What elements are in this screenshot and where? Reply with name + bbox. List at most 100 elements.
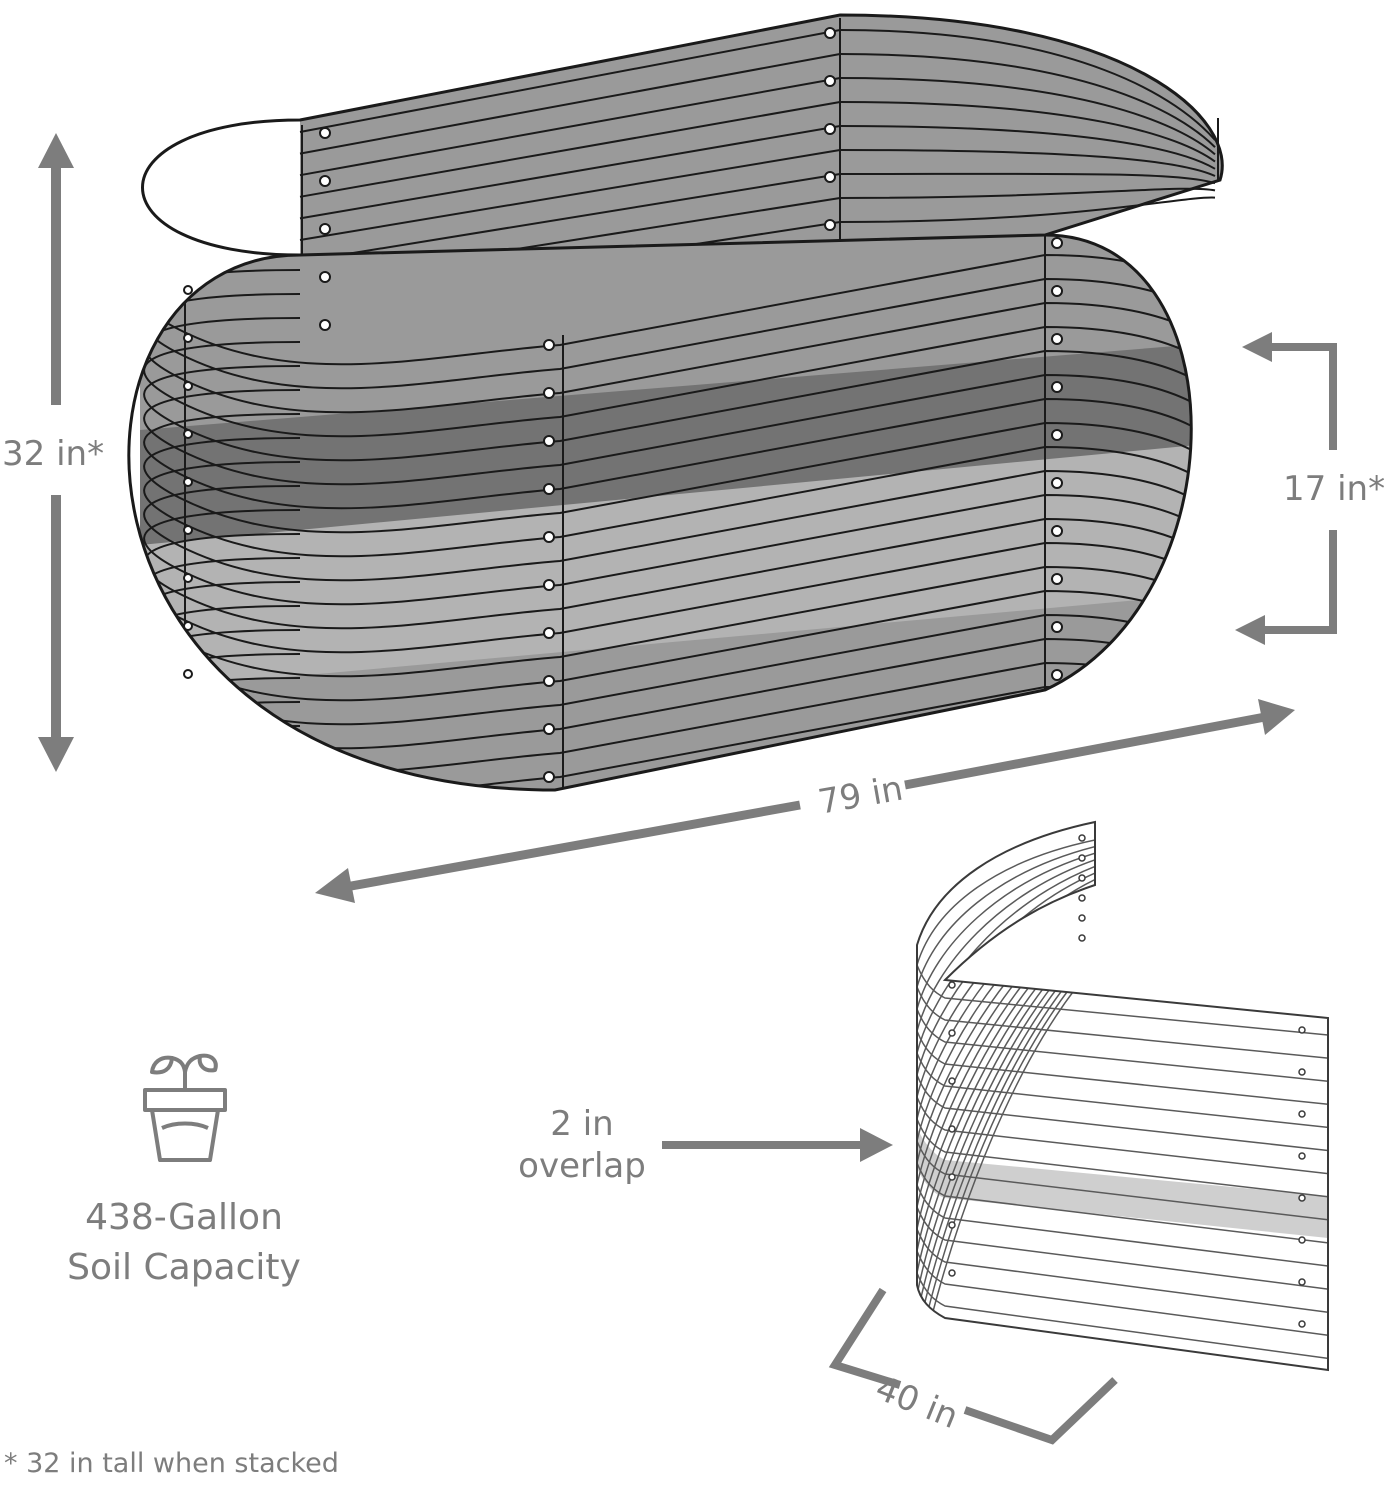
panel-rib (917, 845, 1096, 988)
panel-rib (917, 1074, 1328, 1152)
bed-inner-rib (839, 187, 1216, 199)
bolt (1051, 381, 1063, 393)
panel-rib (917, 839, 1096, 966)
length-label: 79 in (815, 769, 906, 823)
panel-rib (917, 1052, 1328, 1129)
bolt (543, 627, 555, 639)
bolt (183, 285, 193, 295)
panel-hole (948, 1173, 956, 1181)
panel-rib (917, 986, 1328, 1059)
panel-hole (948, 1077, 956, 1085)
bed-inner-rib (839, 149, 1216, 177)
soil-capacity: 438-Gallon Soil Capacity (67, 1053, 301, 1288)
panel-rib (917, 1096, 1328, 1175)
panel-hole (1078, 914, 1086, 922)
capacity-line2: Soil Capacity (67, 1247, 301, 1288)
footnote: * 32 in tall when stacked (4, 1448, 339, 1479)
panel-hole (948, 981, 956, 989)
panel-rib (917, 1360, 1328, 1370)
bed-rib (143, 349, 1192, 462)
panel-height-dimension: 17 in* (1235, 332, 1385, 645)
overlap-band (140, 340, 1192, 545)
bed-rib (143, 397, 1192, 510)
bolt (543, 675, 555, 687)
overlap-label-line2: overlap (518, 1146, 646, 1186)
bolt (183, 669, 193, 679)
bolt (183, 621, 193, 631)
bed-inner-rib (299, 29, 841, 133)
panel-rib (917, 1383, 1328, 1474)
bed-rib (143, 493, 1192, 606)
bolt (319, 223, 331, 235)
bolt (824, 27, 836, 39)
panel-rib (917, 1184, 1328, 1267)
bed-inner-rib (839, 29, 1216, 141)
panel-height-label: 17 in* (1283, 469, 1385, 509)
bed-inner-rib (839, 101, 1216, 163)
panel-hole (1078, 834, 1086, 842)
bolt (1051, 477, 1063, 489)
bolt (543, 339, 555, 351)
bolt (183, 477, 193, 487)
arrow-right-icon (1258, 699, 1295, 735)
panel-hole (1078, 874, 1086, 882)
panel-rib (917, 1118, 1328, 1198)
bed-inner-rib (839, 125, 1216, 170)
bed-rib (143, 445, 1192, 558)
arrow-left-icon (1235, 615, 1265, 645)
panel-hole (948, 1029, 956, 1037)
panel-rib (917, 859, 1096, 1032)
panel-rib (917, 1206, 1328, 1290)
panel-hole (948, 1221, 956, 1229)
bolt (1051, 285, 1063, 297)
panel-hole (948, 1125, 956, 1133)
height-dimension: 32 in* (2, 133, 104, 772)
bolt (543, 723, 555, 735)
panel-width-label: 40 in (870, 1368, 964, 1437)
overlap-callout: 2 in overlap (518, 1104, 893, 1186)
bolt (319, 175, 331, 187)
bolt (543, 771, 555, 783)
bed-inner-rib (839, 77, 1216, 156)
bed-inner-rib (299, 77, 841, 177)
panel-hole (1298, 1068, 1306, 1076)
overlap-label-line1: 2 in (550, 1104, 613, 1144)
panel-hole (1298, 1236, 1306, 1244)
bolt (543, 483, 555, 495)
bed-inner-rib (299, 53, 841, 155)
capacity-line1: 438-Gallon (85, 1197, 283, 1238)
single-panel-illustration (916, 820, 1329, 1474)
bed-inner-back-wall (299, 15, 1223, 306)
bolt (543, 387, 555, 399)
panel-hole (1078, 854, 1086, 862)
bed-inner-rib (839, 196, 1216, 223)
bolt (1051, 429, 1063, 441)
arrow-left-icon (1242, 332, 1272, 362)
panel-rib (917, 865, 1096, 1054)
bolt (1051, 669, 1063, 681)
panel-overlap-band (917, 1128, 1328, 1238)
plant-pot-icon (143, 1053, 227, 1162)
bed-rib (143, 469, 1192, 582)
bolt (543, 435, 555, 447)
bed-rib (143, 421, 1192, 534)
bolt (1051, 525, 1063, 537)
bolt (824, 171, 836, 183)
bolt (1051, 237, 1063, 249)
panel-hole (1298, 1320, 1306, 1328)
panel-hole (1298, 1110, 1306, 1118)
bolt (543, 579, 555, 591)
bolt (824, 219, 836, 231)
bed-rib (143, 325, 1192, 438)
bed-inner-rib (299, 125, 841, 220)
bed-inner-rib (839, 53, 1216, 148)
arrow-up-icon (38, 133, 74, 168)
bolt (319, 271, 331, 283)
arrow-right-icon (860, 1128, 893, 1162)
panel-hole (1298, 1026, 1306, 1034)
bolt (183, 333, 193, 343)
bolt (1051, 333, 1063, 345)
bolt (543, 531, 555, 543)
bed-inner-rib (299, 173, 841, 263)
